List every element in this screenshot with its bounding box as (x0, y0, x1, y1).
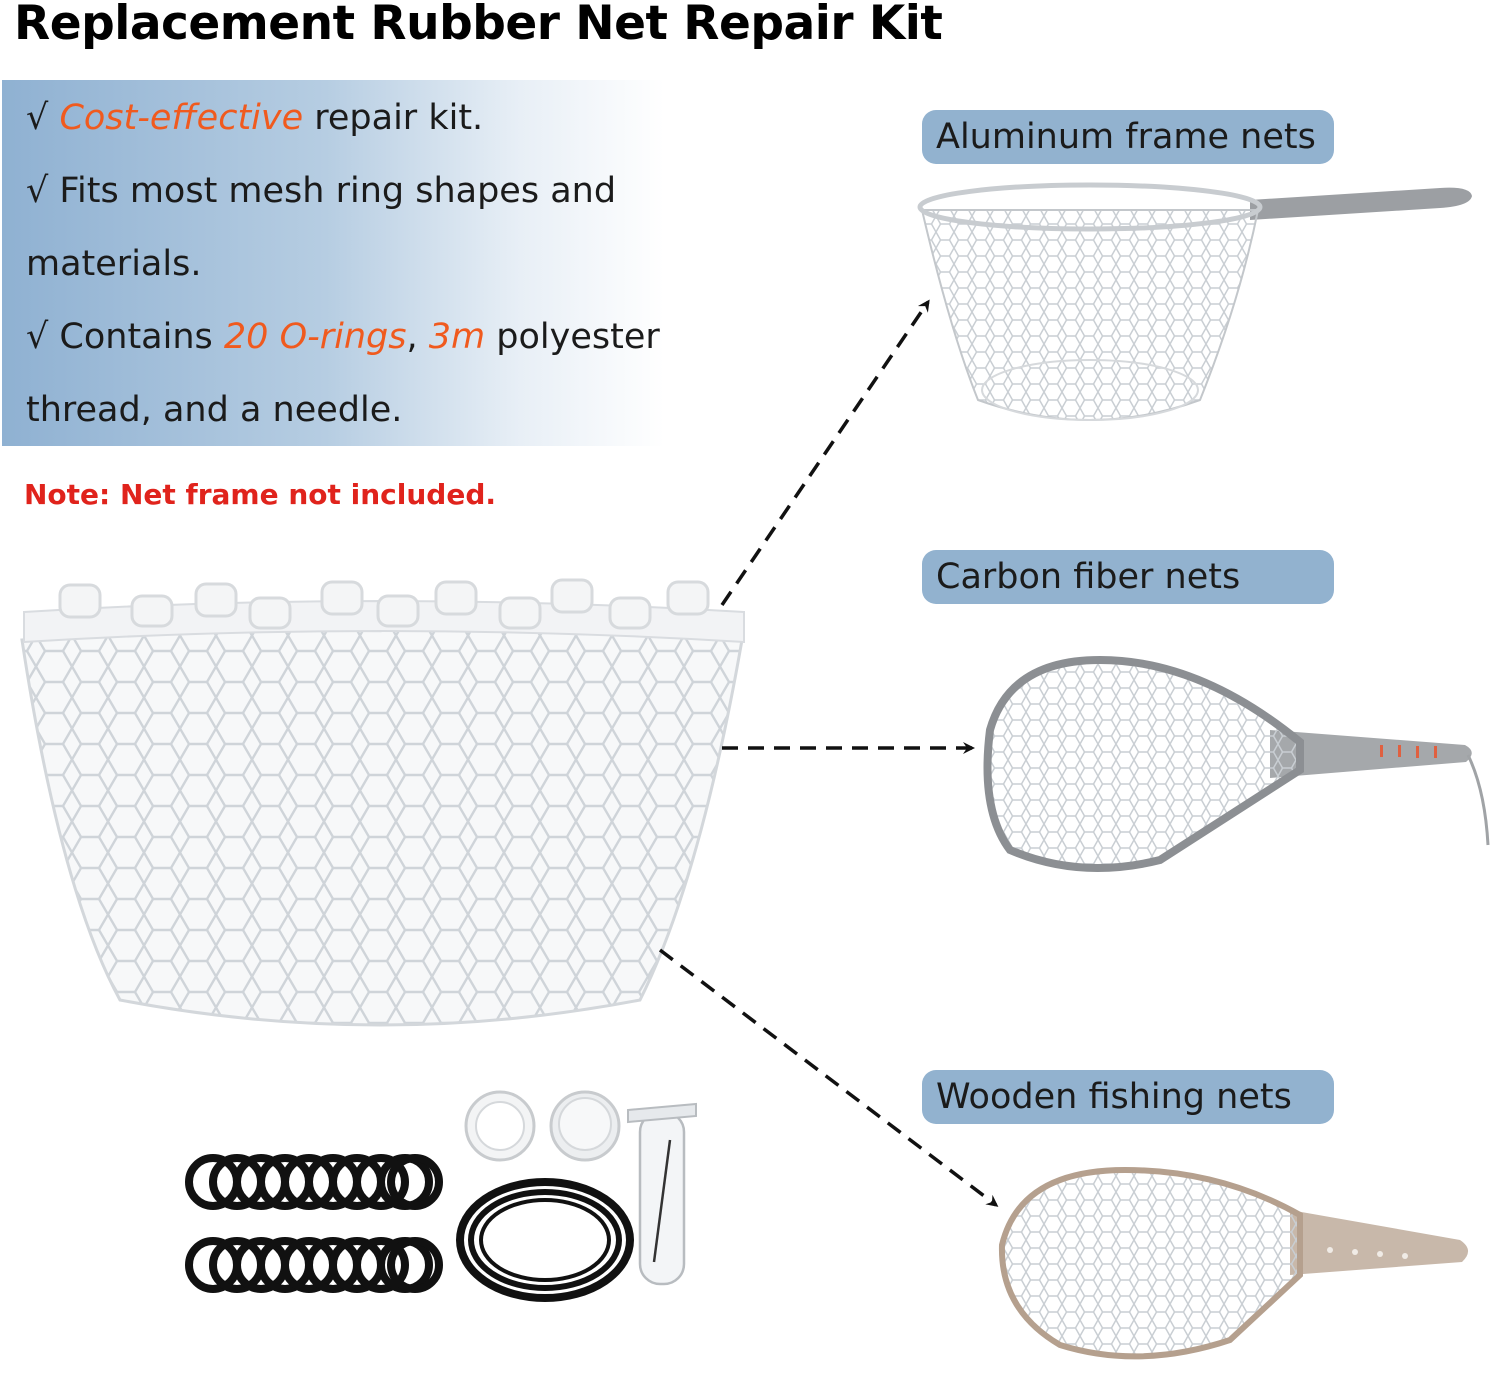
carbon-fiber-net-image (983, 655, 1490, 872)
rubber-net-main (20, 578, 745, 1027)
aluminum-frame-net-image (917, 182, 1472, 421)
feature-cost-effective: √ Cost-effective repair kit. (26, 98, 484, 138)
feature-contents: √ Contains 20 O-rings, 3m polyester (26, 317, 660, 357)
features-panel: √ Cost-effective repair kit. √ Fits most… (2, 80, 722, 446)
repair-kit-contents (185, 1090, 697, 1302)
connector-arrows (658, 299, 999, 1207)
highlight-cost-effective: Cost-effective (59, 98, 304, 138)
label-aluminum-frame-nets: Aluminum frame nets (922, 110, 1334, 164)
arrow-to-wooden (658, 948, 999, 1207)
note-text: Note: Net frame not included. (24, 478, 497, 511)
highlight-o-rings: 20 O-rings (223, 317, 407, 357)
label-wooden-fishing-nets: Wooden fishing nets (922, 1070, 1334, 1124)
page-title: Replacement Rubber Net Repair Kit (14, 0, 943, 51)
container-lids-icon (464, 1090, 621, 1162)
label-carbon-fiber-nets: Carbon fiber nets (922, 550, 1334, 604)
highlight-thread-length: 3m (428, 317, 486, 357)
feature-fits-shapes: √ Fits most mesh ring shapes and (26, 171, 617, 211)
arrow-to-aluminum (720, 299, 930, 606)
feature-fits-shapes-cont: materials. (26, 244, 202, 284)
thread-coil-icon (456, 1178, 634, 1302)
o-rings-icon (185, 1154, 443, 1293)
feature-contents-cont: thread, and a needle. (26, 390, 403, 430)
needle-tube-icon (627, 1102, 697, 1286)
wooden-fishing-net-image (998, 1166, 1469, 1360)
